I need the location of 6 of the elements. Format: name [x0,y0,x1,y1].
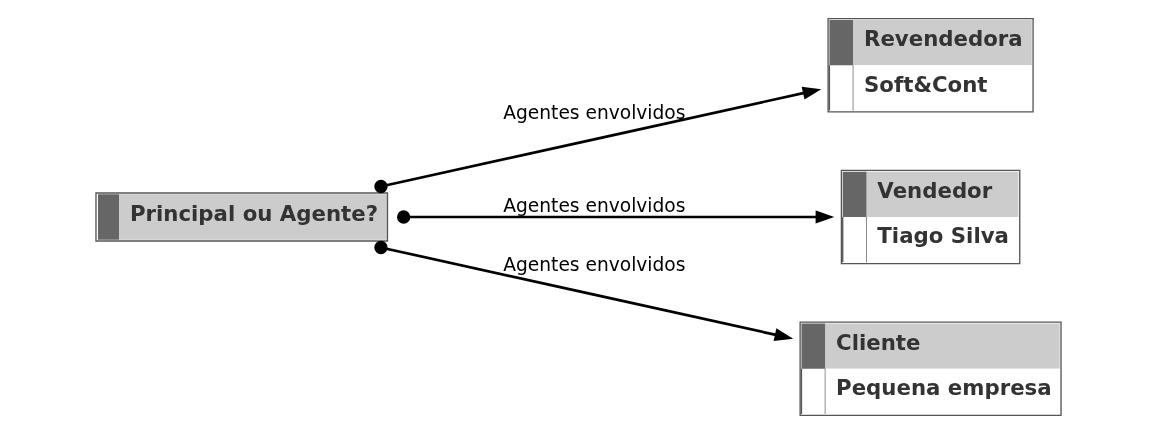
edge-label: Agentes envolvidos [503,253,686,275]
edge-label: Agentes envolvidos [503,101,686,123]
arrow [397,210,835,224]
arrow [374,86,822,194]
edge-label: Agentes envolvidos [503,194,686,216]
arrow [374,240,794,341]
